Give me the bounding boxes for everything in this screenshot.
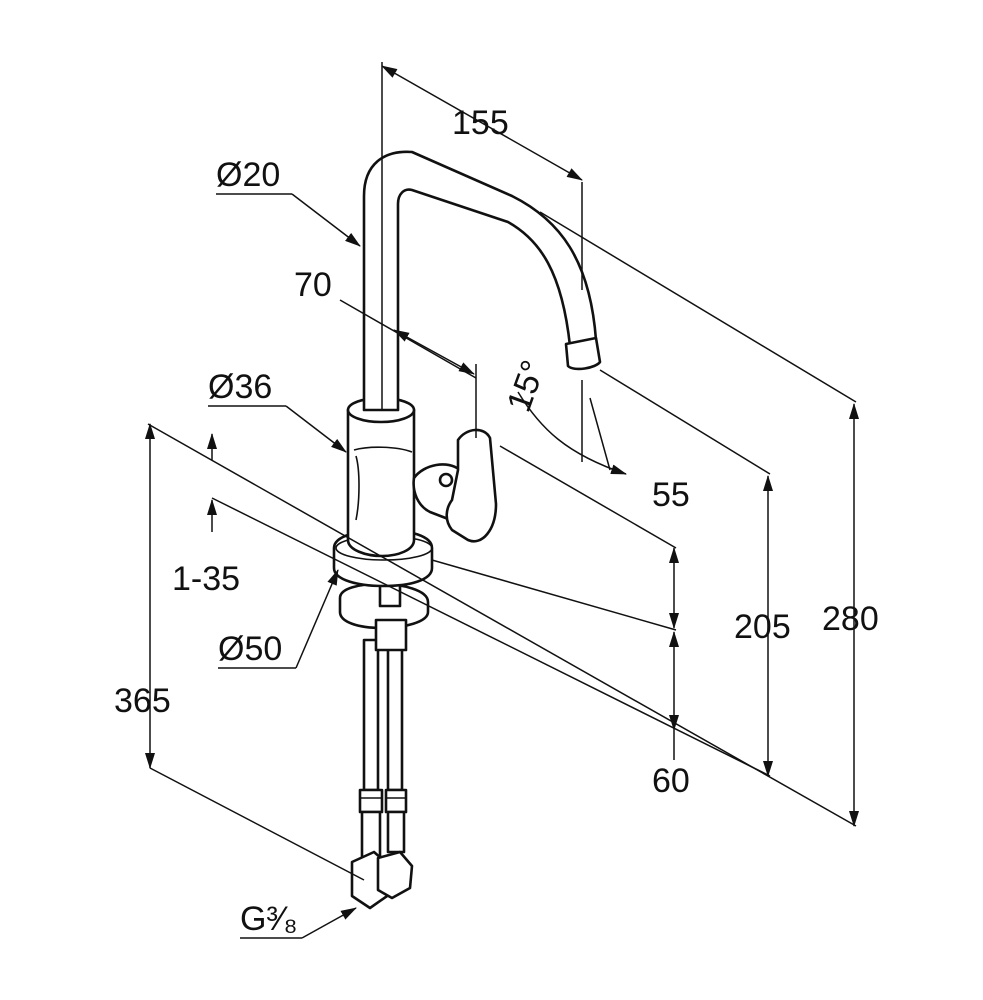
label-base-height: 60 [652, 762, 690, 800]
label-body-diameter: Ø36 [208, 368, 272, 406]
label-spout-angle: 15° [500, 355, 553, 416]
label-outlet-height: 205 [734, 608, 791, 646]
dimension-lines [145, 62, 859, 939]
faucet-body [346, 396, 416, 558]
label-base-diameter: Ø50 [218, 630, 282, 668]
faucet-spout [362, 150, 602, 412]
label-connection-thread: G³⁄₈ [240, 900, 298, 938]
label-deck-thickness: 1-35 [172, 560, 240, 598]
label-spout-reach: 155 [452, 104, 509, 142]
faucet [332, 150, 602, 910]
label-total-height: 280 [822, 600, 879, 638]
label-hose-length: 365 [114, 682, 171, 720]
label-spout-diameter: Ø20 [216, 156, 280, 194]
supply-hoses [350, 638, 414, 910]
label-lever-offset: 70 [294, 266, 332, 304]
dimension-labels: 155 Ø20 70 Ø36 15° 55 1-35 Ø50 205 280 3… [114, 104, 879, 938]
mounting-clamp [338, 582, 430, 652]
label-lever-height: 55 [652, 476, 690, 514]
faucet-lever [412, 428, 498, 543]
